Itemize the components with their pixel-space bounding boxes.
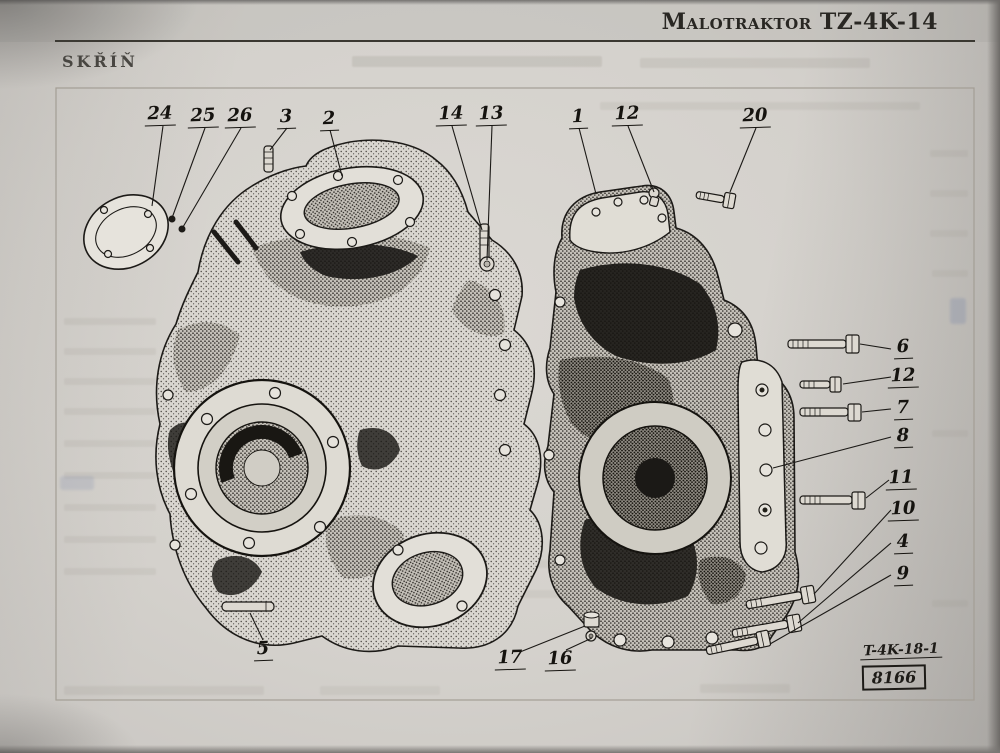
scan-edge-top bbox=[0, 0, 1000, 5]
bolt-6 bbox=[787, 334, 860, 354]
section-title: SKŘÍŇ bbox=[62, 52, 138, 71]
plug-17 bbox=[583, 611, 600, 628]
bolt-7 bbox=[799, 403, 862, 422]
bolt-20 bbox=[695, 191, 737, 210]
bolt-12-right bbox=[799, 376, 842, 393]
callout-5: 5 bbox=[253, 638, 273, 662]
callout-13: 13 bbox=[475, 103, 507, 127]
drawing-code: T-4K-18-1 bbox=[859, 640, 943, 661]
bolt-10 bbox=[745, 584, 817, 610]
callout-20: 20 bbox=[739, 105, 771, 129]
callout-16: 16 bbox=[544, 648, 576, 672]
cover-screw bbox=[168, 215, 176, 223]
callout-11: 11 bbox=[885, 467, 917, 491]
callout-3: 3 bbox=[276, 106, 296, 130]
callout-1: 1 bbox=[568, 106, 588, 130]
callout-17: 17 bbox=[494, 647, 526, 671]
header-divider bbox=[55, 40, 975, 42]
fasteners bbox=[221, 145, 866, 655]
bolt-11 bbox=[799, 491, 866, 510]
callout-7: 7 bbox=[893, 397, 913, 421]
nut-16 bbox=[585, 630, 597, 642]
callout-12-right: 12 bbox=[887, 365, 919, 389]
callout-12-top: 12 bbox=[611, 103, 643, 127]
scan-edge-bottom bbox=[0, 745, 1000, 753]
stud-3 bbox=[263, 145, 274, 173]
screw-12-top bbox=[648, 187, 660, 208]
callout-14: 14 bbox=[435, 103, 467, 127]
bolt-9 bbox=[705, 629, 772, 655]
callout-25: 25 bbox=[187, 105, 219, 129]
callout-24: 24 bbox=[144, 103, 176, 127]
cover-screw bbox=[178, 225, 186, 233]
callout-10: 10 bbox=[887, 498, 919, 522]
figure-number-box: 8166 bbox=[861, 664, 927, 691]
callout-9: 9 bbox=[893, 563, 913, 587]
scan-top-band bbox=[0, 0, 1000, 42]
scan-edge-right bbox=[987, 0, 1000, 753]
callout-2: 2 bbox=[319, 108, 339, 132]
figure-frame bbox=[55, 87, 975, 701]
callout-6: 6 bbox=[893, 336, 913, 360]
callout-8: 8 bbox=[893, 425, 913, 449]
left-housing bbox=[155, 139, 544, 653]
right-housing bbox=[543, 184, 800, 652]
pin-5 bbox=[221, 601, 275, 612]
scan-corner-shadow-bl bbox=[0, 693, 140, 753]
cover-plate bbox=[83, 194, 186, 270]
page-title: Malotraktor TZ-4K-14 bbox=[661, 9, 938, 35]
callout-26: 26 bbox=[224, 105, 256, 129]
scan-corner-shadow-tl bbox=[0, 0, 200, 90]
callout-4: 4 bbox=[893, 531, 913, 555]
leader-lines bbox=[151, 125, 892, 653]
